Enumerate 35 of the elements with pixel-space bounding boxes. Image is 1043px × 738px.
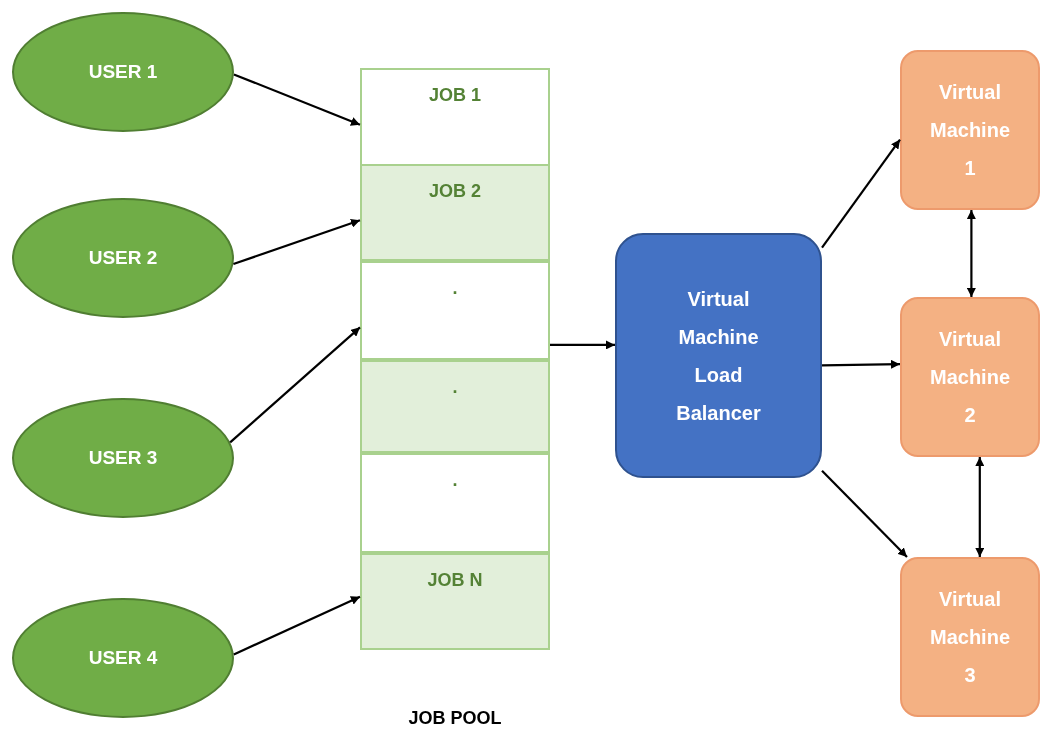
node-label: Virtual Machine 1 xyxy=(929,80,1011,181)
node-label: Virtual Machine Load Balancer xyxy=(675,286,762,426)
job-slot xyxy=(360,164,550,261)
arrow xyxy=(233,219,361,266)
arrow xyxy=(233,595,361,656)
node-label: Virtual Machine 2 xyxy=(929,327,1011,428)
virtual-machine-box xyxy=(900,50,1040,210)
node-label: JOB N xyxy=(427,569,483,592)
load-balancer-box xyxy=(615,233,822,478)
node-label: USER 2 xyxy=(88,245,158,270)
node-label: . xyxy=(452,376,458,399)
pool-label: JOB POOL xyxy=(408,706,502,730)
node-label: . xyxy=(452,277,458,300)
arrow xyxy=(550,340,615,350)
job-slot xyxy=(360,360,550,453)
node-label: USER 3 xyxy=(88,445,158,470)
node-label: USER 1 xyxy=(88,59,158,84)
virtual-machine-box xyxy=(900,297,1040,457)
node-label: JOB 2 xyxy=(429,180,481,203)
arrow xyxy=(822,359,900,369)
arrow xyxy=(975,457,985,557)
node-label: . xyxy=(452,469,458,492)
job-slot xyxy=(360,68,550,166)
node-label: JOB 1 xyxy=(429,84,481,107)
job-slot xyxy=(360,553,550,650)
job-slot xyxy=(360,453,550,553)
virtual-machine-box xyxy=(900,557,1040,717)
arrow xyxy=(229,326,361,444)
node-label: USER 4 xyxy=(88,645,158,670)
node-label: Virtual Machine 3 xyxy=(929,587,1011,688)
arrow xyxy=(233,73,361,126)
arrow xyxy=(821,469,908,558)
job-slot xyxy=(360,261,550,360)
arrow xyxy=(821,138,901,249)
arrow xyxy=(966,210,976,297)
